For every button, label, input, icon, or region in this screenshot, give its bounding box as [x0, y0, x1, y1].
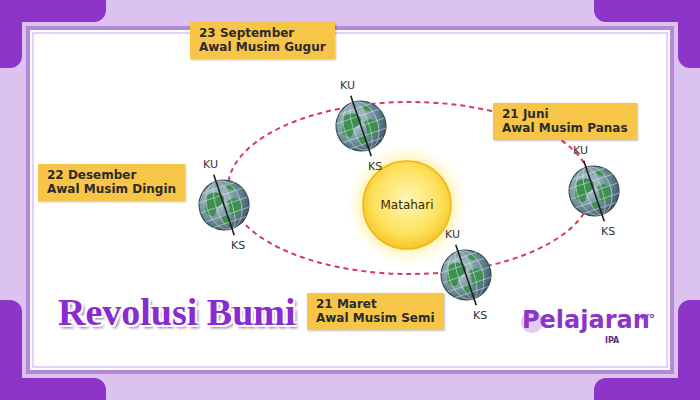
pole-label: KS [601, 226, 615, 237]
pole-label: KU [340, 80, 355, 91]
node-heading: 21 Juni [502, 107, 628, 121]
pole-label: KS [368, 161, 382, 172]
panel [28, 28, 672, 372]
panel-inset [33, 33, 667, 367]
date-box: 23 SeptemberAwal Musim Gugur [190, 22, 335, 59]
pole-label: KU [203, 159, 218, 170]
date-box: 21 JuniAwal Musim Panas [493, 103, 637, 140]
pole-label: KS [473, 310, 487, 321]
sun-disc [363, 161, 451, 249]
page-title: Revolusi Bumi [58, 290, 296, 334]
node-heading: 22 Desember [47, 168, 176, 182]
logo-text: Pelajaran [522, 308, 650, 332]
logo-text: IPA [605, 337, 619, 345]
logo-text: pro [641, 313, 654, 320]
pole-label: KU [445, 229, 460, 240]
node-text: Awal Musim Semi [316, 311, 435, 325]
earth-globe [560, 153, 628, 230]
node-text: Awal Musim Gugur [199, 40, 326, 54]
earth-globe [190, 167, 258, 244]
frame-corner [678, 300, 700, 400]
node-heading: 23 September [199, 26, 326, 40]
node-text: Awal Musim Dingin [47, 182, 176, 196]
frame-corner [0, 300, 22, 400]
sun-glow [347, 145, 467, 265]
date-box: 21 MaretAwal Musim Semi [307, 293, 444, 330]
pole-label: KU [573, 145, 588, 156]
frame-corner [678, 0, 700, 68]
node-heading: Matahari [381, 198, 434, 212]
earth-globe [327, 88, 395, 165]
date-box: 22 DesemberAwal Musim Dingin [38, 164, 185, 201]
sun-circle: Matahari [362, 160, 452, 250]
node-heading: 21 Maret [316, 297, 435, 311]
frame-corner [0, 0, 22, 68]
node-text: Awal Musim Panas [502, 121, 628, 135]
pole-label: KS [231, 240, 245, 251]
